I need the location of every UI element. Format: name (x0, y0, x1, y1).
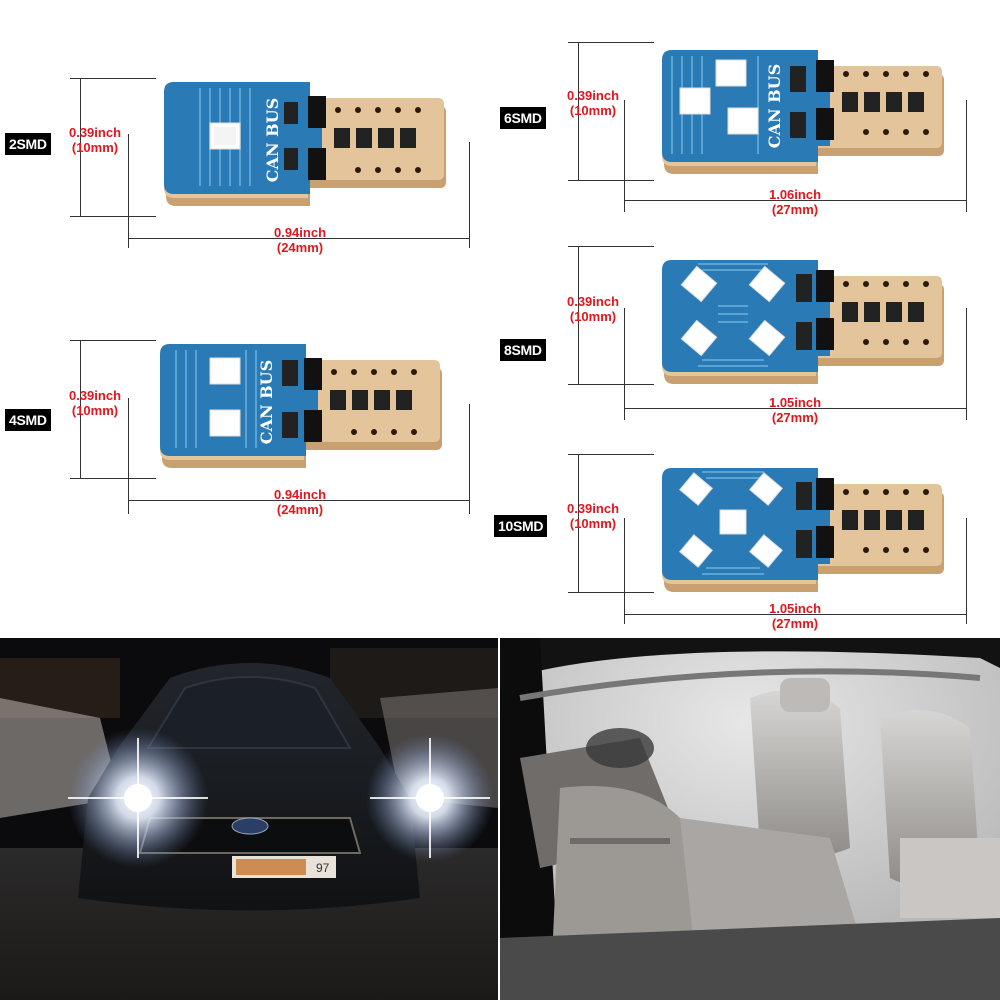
dim-guide (128, 398, 129, 514)
dim-guide (70, 216, 156, 217)
dim-guide (568, 180, 654, 181)
car-interior-illustration (500, 638, 1000, 1000)
height-mm: (10mm) (71, 403, 119, 418)
dim-guide (70, 78, 156, 79)
variant-tag: 4SMD (5, 409, 51, 431)
height-dimension: 0.39inch (10mm) (558, 294, 628, 324)
plate-text: 97 (316, 861, 330, 875)
width-mm: (24mm) (276, 240, 324, 255)
board-text: CAN BUS (765, 64, 784, 148)
width-dimension: 1.05inch (27mm) (750, 395, 840, 425)
dim-guide (128, 238, 469, 239)
dim-guide (469, 404, 470, 514)
led-board-4smd: CAN BUS (160, 344, 442, 468)
width-mm: (24mm) (276, 502, 324, 517)
dim-guide (80, 78, 81, 216)
width-inch: 0.94inch (273, 487, 327, 502)
board-text: CAN BUS (263, 98, 282, 182)
width-inch: 1.05inch (768, 601, 822, 616)
dim-guide (568, 592, 654, 593)
dim-guide (578, 42, 579, 180)
led-board-6smd: CAN BUS (662, 50, 944, 174)
car-interior-photo (500, 638, 1000, 1000)
height-inch: 0.39inch (68, 125, 122, 140)
led-board-8smd (662, 260, 944, 384)
dim-guide (624, 518, 625, 624)
dim-guide (578, 246, 579, 384)
width-inch: 1.06inch (768, 187, 822, 202)
dim-guide (70, 340, 156, 341)
height-inch: 0.39inch (566, 88, 620, 103)
dim-guide (624, 100, 625, 212)
dim-guide (624, 200, 966, 201)
variant-tag: 2SMD (5, 133, 51, 155)
dim-guide (568, 384, 654, 385)
width-mm: (27mm) (771, 410, 819, 425)
led-board-10smd (662, 468, 944, 592)
width-mm: (27mm) (771, 202, 819, 217)
car-front-photo: 97 (0, 638, 498, 1000)
dim-guide (568, 454, 654, 455)
width-dimension: 1.05inch (27mm) (750, 601, 840, 631)
height-dimension: 0.39inch (10mm) (60, 125, 130, 155)
dim-guide (568, 42, 654, 43)
width-dimension: 0.94inch (24mm) (255, 487, 345, 517)
dim-guide (966, 518, 967, 624)
variant-tag: 8SMD (500, 339, 546, 361)
dim-guide (624, 308, 625, 420)
width-dimension: 0.94inch (24mm) (255, 225, 345, 255)
width-dimension: 1.06inch (27mm) (750, 187, 840, 217)
dim-guide (578, 454, 579, 592)
dim-guide (469, 142, 470, 248)
dim-guide (966, 100, 967, 212)
dim-guide (128, 500, 469, 501)
dim-guide (624, 408, 966, 409)
height-mm: (10mm) (569, 309, 617, 324)
height-inch: 0.39inch (566, 501, 620, 516)
variant-tag: 6SMD (500, 107, 546, 129)
dim-guide (966, 308, 967, 420)
height-inch: 0.39inch (566, 294, 620, 309)
dim-guide (568, 246, 654, 247)
height-dimension: 0.39inch (10mm) (60, 388, 130, 418)
variant-tag: 10SMD (494, 515, 548, 537)
width-inch: 0.94inch (273, 225, 327, 240)
height-dimension: 0.39inch (10mm) (558, 501, 628, 531)
width-mm: (27mm) (771, 616, 819, 631)
height-mm: (10mm) (71, 140, 119, 155)
dim-guide (128, 134, 129, 248)
width-inch: 1.05inch (768, 395, 822, 410)
led-board-2smd: CAN BUS (164, 82, 446, 206)
dim-guide (70, 478, 156, 479)
dim-guide (624, 614, 966, 615)
height-mm: (10mm) (569, 103, 617, 118)
dim-guide (80, 340, 81, 478)
height-mm: (10mm) (569, 516, 617, 531)
board-text: CAN BUS (257, 360, 276, 444)
height-inch: 0.39inch (68, 388, 122, 403)
car-front-illustration: 97 (0, 638, 498, 1000)
height-dimension: 0.39inch (10mm) (558, 88, 628, 118)
